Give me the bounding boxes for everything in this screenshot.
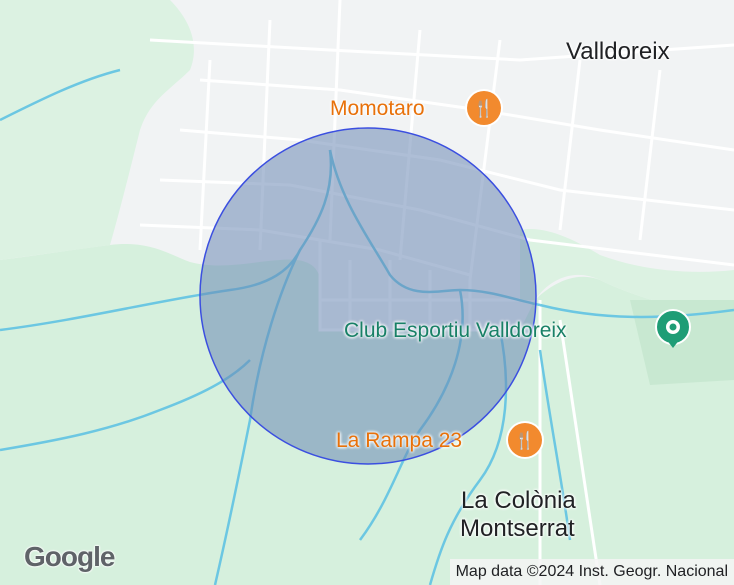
green-north — [520, 229, 734, 320]
google-logo: Google — [24, 541, 115, 572]
fork-knife-icon: 🍴 — [514, 430, 536, 450]
restaurant-icon[interactable]: 🍴 — [508, 423, 542, 457]
fork-knife-icon: 🍴 — [473, 98, 495, 118]
poi-label-momotaro[interactable]: Momotaro — [330, 97, 425, 120]
poi-label-club-esportiu[interactable]: Club Esportiu Valldoreix — [344, 319, 567, 342]
forest-area — [0, 0, 194, 260]
place-label-valldoreix: Valldoreix — [566, 38, 670, 65]
poi-label-la-rampa[interactable]: La Rampa 23 — [336, 429, 463, 452]
place-label-colonia-line1: La Colònia — [461, 487, 576, 514]
map-attribution[interactable]: Map data ©2024 Inst. Geogr. Nacional — [449, 559, 734, 585]
restaurant-icon[interactable]: 🍴 — [467, 91, 501, 125]
radius-overlay — [199, 127, 537, 465]
sport-icon[interactable] — [653, 309, 693, 349]
place-label-colonia-line2: Montserrat — [460, 515, 575, 542]
